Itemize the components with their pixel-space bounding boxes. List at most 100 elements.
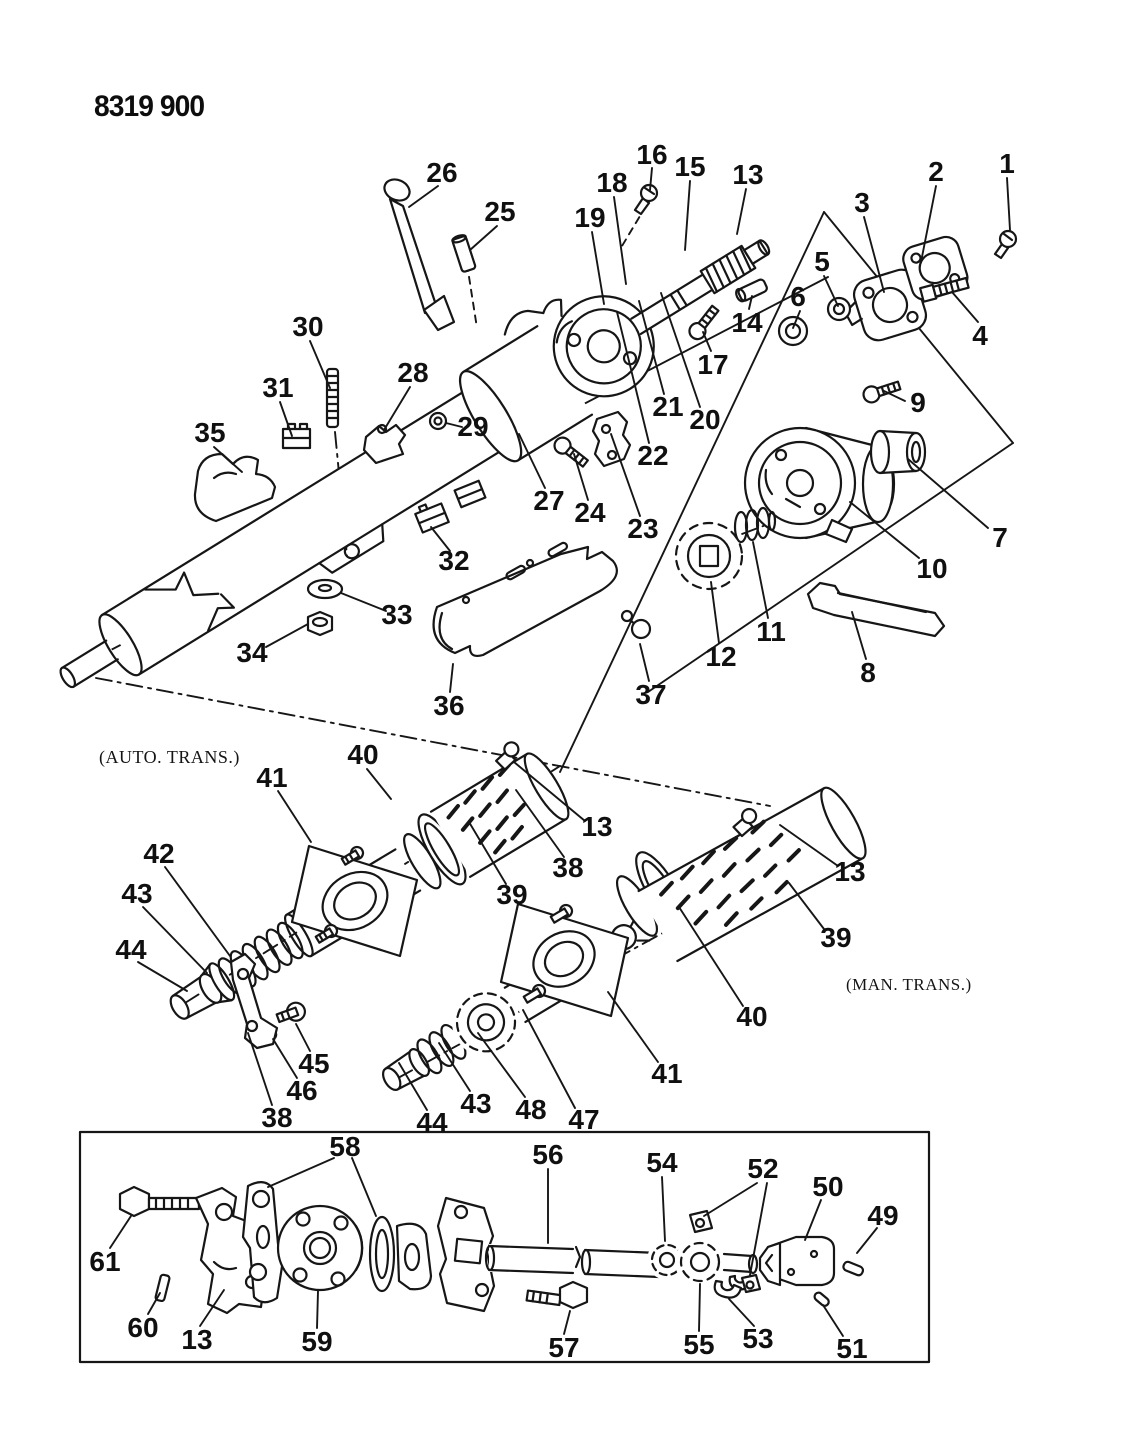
leader-lines	[109, 167, 1011, 1337]
clip-52a	[688, 1209, 714, 1234]
callout-29: 29	[457, 411, 489, 442]
toe-plate-35	[193, 452, 277, 523]
lower-shroud-36	[432, 541, 618, 658]
callout-55: 55	[683, 1329, 715, 1360]
leader-line	[856, 1227, 878, 1254]
leader-line	[728, 1298, 755, 1327]
callout-27: 27	[533, 485, 565, 516]
leader-line	[95, 677, 771, 807]
leader-line	[267, 1157, 335, 1188]
leader-line	[792, 310, 801, 329]
callout-4: 4	[972, 320, 988, 351]
leader-line	[863, 216, 885, 293]
auto-trans-label: (AUTO. TRANS.)	[99, 747, 240, 767]
leader-line	[907, 458, 989, 529]
callout-44: 44	[115, 934, 147, 965]
callout-57: 57	[548, 1332, 580, 1363]
leader-line	[466, 263, 478, 329]
callout-53: 53	[742, 1323, 774, 1354]
leader-line	[710, 581, 720, 644]
callout-24: 24	[574, 497, 606, 528]
callout-9: 9	[910, 387, 926, 418]
man-bracket-41	[499, 902, 630, 1018]
callout-34: 34	[236, 637, 268, 668]
leader-line	[849, 501, 920, 559]
leader-line	[610, 433, 641, 517]
callout-50: 50	[812, 1171, 844, 1202]
wave-washer-58	[368, 1215, 396, 1293]
auto-trans-assembly	[169, 741, 570, 1020]
gear-12	[670, 517, 748, 595]
callout-11: 11	[756, 616, 786, 647]
callout-22: 22	[637, 440, 669, 471]
leader-line	[309, 340, 331, 389]
callout-54: 54	[646, 1147, 678, 1178]
leader-line	[649, 167, 653, 191]
grommet-29	[428, 411, 448, 431]
leader-line	[1006, 177, 1011, 231]
leader-line	[749, 1182, 768, 1276]
callout-61: 61	[89, 1246, 121, 1277]
leader-line	[851, 611, 867, 660]
pin-14	[735, 278, 768, 303]
callout-13: 13	[732, 159, 764, 190]
spacer-plate-58	[241, 1181, 286, 1304]
leader-line	[823, 275, 839, 307]
callout-40: 40	[347, 739, 379, 770]
leader-line	[469, 225, 498, 251]
leader-line	[515, 789, 565, 858]
washer-33	[306, 578, 344, 600]
leader-line	[351, 1157, 377, 1217]
pin-25	[451, 234, 477, 273]
leader-line	[468, 821, 507, 885]
leader-line	[678, 906, 744, 1007]
callout-39: 39	[496, 879, 528, 910]
callout-33: 33	[381, 599, 413, 630]
leader-line	[661, 1176, 666, 1242]
leader-line	[607, 991, 659, 1063]
leader-line	[920, 185, 937, 263]
screw-45	[275, 1001, 306, 1024]
clip-53	[713, 1279, 743, 1299]
callout-35: 35	[194, 417, 226, 448]
callout-32: 32	[438, 545, 470, 576]
flange-spacer	[395, 1222, 433, 1291]
callout-18: 18	[596, 167, 628, 198]
leader-line	[788, 882, 825, 930]
leader-line	[277, 790, 312, 843]
screw-1	[993, 229, 1018, 260]
callout-58: 58	[329, 1131, 361, 1162]
callout-17: 17	[697, 349, 729, 380]
callout-3: 3	[854, 187, 870, 218]
leader-line	[698, 1283, 701, 1332]
bearing-ring-6	[777, 315, 809, 347]
coupling-inset-box	[78, 1130, 931, 1364]
clip-52b	[740, 1273, 762, 1294]
disc-59	[276, 1204, 364, 1292]
steering-shaft-13	[630, 239, 771, 336]
callout-44: 44	[416, 1107, 448, 1138]
leader-line	[340, 592, 387, 612]
leader-line	[638, 300, 665, 395]
figure-part-number: 8319 900	[94, 90, 205, 123]
leader-line	[109, 1215, 132, 1249]
callout-48: 48	[515, 1094, 547, 1125]
leader-line	[748, 295, 753, 310]
leader-line	[295, 1023, 311, 1052]
callout-39: 39	[820, 922, 852, 953]
callout-41: 41	[651, 1058, 683, 1089]
leader-line	[449, 663, 454, 693]
lock-lever-19	[503, 298, 563, 336]
leader-line	[563, 1310, 571, 1335]
callout-15: 15	[674, 151, 706, 182]
leader-line	[137, 961, 188, 992]
bearing-48	[452, 988, 521, 1057]
callout-2: 2	[928, 156, 944, 187]
leader-line	[164, 866, 231, 957]
column-jacket-assembly	[59, 239, 771, 689]
man-trans-label: (MAN. TRANS.)	[846, 975, 972, 994]
callout-14: 14	[731, 307, 763, 338]
leader-line	[559, 211, 825, 773]
